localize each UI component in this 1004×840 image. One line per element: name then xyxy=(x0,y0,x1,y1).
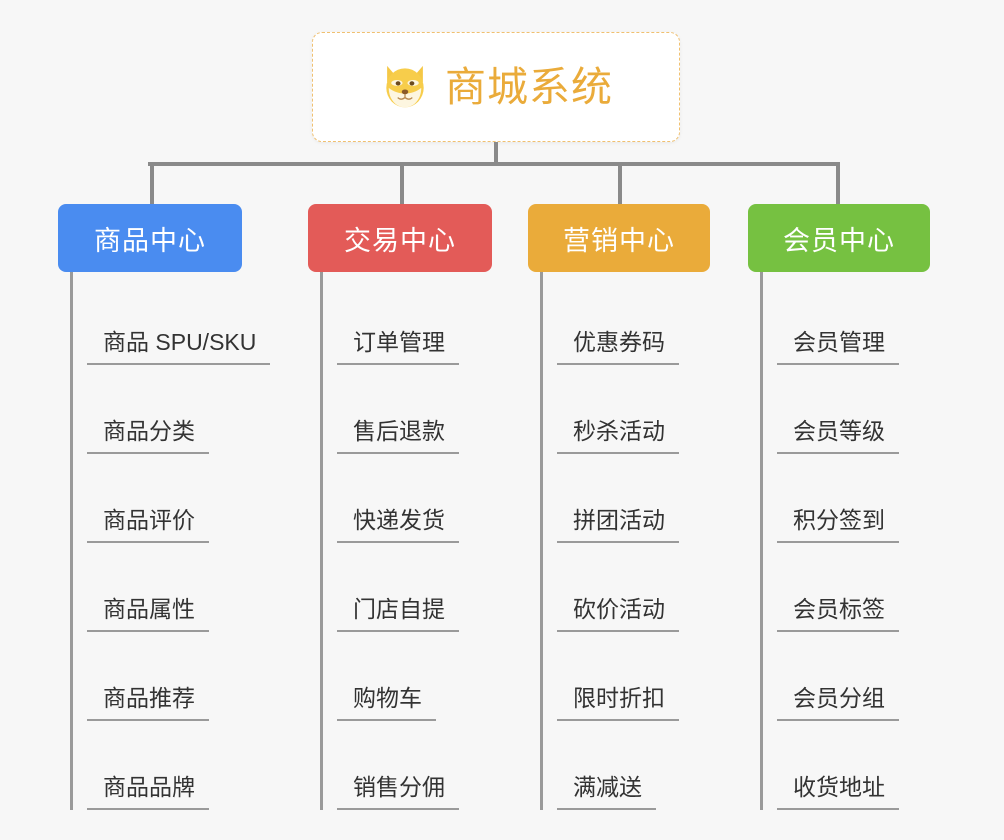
root-title: 商城系统 xyxy=(445,63,613,110)
leaf-item[interactable]: 销售分佣 xyxy=(323,721,492,810)
connector-drop-4 xyxy=(836,162,840,204)
leaf-item-label: 限时折扣 xyxy=(557,685,679,721)
root-node[interactable]: 商城系统 xyxy=(312,32,680,142)
category-box[interactable]: 营销中心 xyxy=(528,204,710,272)
leaf-item-label: 购物车 xyxy=(337,685,436,721)
leaf-item-label: 商品 SPU/SKU xyxy=(87,329,271,365)
branch-column: 会员中心会员管理会员等级积分签到会员标签会员分组收货地址 xyxy=(748,204,930,810)
leaf-item-label: 满减送 xyxy=(557,774,656,810)
leaf-item[interactable]: 满减送 xyxy=(543,721,710,810)
shiba-dog-face-icon xyxy=(386,65,424,108)
leaf-item-label: 会员标签 xyxy=(777,596,899,632)
leaf-item-label: 砍价活动 xyxy=(557,596,679,632)
leaf-item-label: 售后退款 xyxy=(337,418,459,454)
leaf-item[interactable]: 快递发货 xyxy=(323,454,492,543)
leaf-item-label: 销售分佣 xyxy=(337,774,459,810)
leaf-item-label: 快递发货 xyxy=(337,507,459,543)
leaf-item-label: 拼团活动 xyxy=(557,507,679,543)
leaf-item-label: 门店自提 xyxy=(337,596,459,632)
leaf-item[interactable]: 售后退款 xyxy=(323,365,492,454)
leaf-item[interactable]: 商品 SPU/SKU xyxy=(73,276,271,365)
leaf-item[interactable]: 会员分组 xyxy=(763,632,930,721)
leaf-item-label: 商品品牌 xyxy=(87,774,209,810)
connector-horizontal-bus xyxy=(148,162,836,166)
leaf-item[interactable]: 会员管理 xyxy=(763,276,930,365)
category-box[interactable]: 商品中心 xyxy=(58,204,242,272)
leaf-item-label: 会员管理 xyxy=(777,329,899,365)
leaf-item[interactable]: 商品属性 xyxy=(73,543,242,632)
connector-root-stem xyxy=(494,142,498,164)
category-box[interactable]: 会员中心 xyxy=(748,204,930,272)
leaf-list: 优惠券码秒杀活动拼团活动砍价活动限时折扣满减送 xyxy=(540,272,710,810)
leaf-item-label: 会员分组 xyxy=(777,685,899,721)
leaf-item-label: 商品属性 xyxy=(87,596,209,632)
leaf-list: 商品 SPU/SKU 商品分类商品评价商品属性商品推荐商品品牌 xyxy=(70,272,271,810)
leaf-item[interactable]: 购物车 xyxy=(323,632,492,721)
connector-drop-3 xyxy=(618,162,622,204)
leaf-item-label: 商品推荐 xyxy=(87,685,209,721)
leaf-item[interactable]: 商品品牌 xyxy=(73,721,242,810)
leaf-item-label: 会员等级 xyxy=(777,418,899,454)
leaf-list: 会员管理会员等级积分签到会员标签会员分组收货地址 xyxy=(760,272,930,810)
branch-column: 交易中心订单管理售后退款快递发货门店自提购物车销售分佣 xyxy=(308,204,492,810)
connector-drop-2 xyxy=(400,162,404,204)
leaf-item[interactable]: 门店自提 xyxy=(323,543,492,632)
branch-column: 营销中心优惠券码秒杀活动拼团活动砍价活动限时折扣满减送 xyxy=(528,204,710,810)
leaf-item-label: 秒杀活动 xyxy=(557,418,679,454)
leaf-item[interactable]: 限时折扣 xyxy=(543,632,710,721)
connector-drop-1 xyxy=(150,162,154,204)
leaf-list: 订单管理售后退款快递发货门店自提购物车销售分佣 xyxy=(320,272,492,810)
leaf-item[interactable]: 收货地址 xyxy=(763,721,930,810)
leaf-item[interactable]: 砍价活动 xyxy=(543,543,710,632)
leaf-item-label: 优惠券码 xyxy=(557,329,679,365)
leaf-item-label: 商品评价 xyxy=(87,507,209,543)
leaf-item[interactable]: 订单管理 xyxy=(323,276,492,365)
leaf-item[interactable]: 商品分类 xyxy=(73,365,242,454)
leaf-item-label: 积分签到 xyxy=(777,507,899,543)
leaf-item[interactable]: 商品评价 xyxy=(73,454,242,543)
leaf-item[interactable]: 秒杀活动 xyxy=(543,365,710,454)
leaf-item-label: 商品分类 xyxy=(87,418,209,454)
leaf-item[interactable]: 优惠券码 xyxy=(543,276,710,365)
category-box[interactable]: 交易中心 xyxy=(308,204,492,272)
leaf-item[interactable]: 会员标签 xyxy=(763,543,930,632)
branch-column: 商品中心商品 SPU/SKU 商品分类商品评价商品属性商品推荐商品品牌 xyxy=(58,204,271,810)
leaf-item[interactable]: 积分签到 xyxy=(763,454,930,543)
leaf-item[interactable]: 商品推荐 xyxy=(73,632,242,721)
leaf-item-label: 收货地址 xyxy=(777,774,899,810)
leaf-item[interactable]: 会员等级 xyxy=(763,365,930,454)
leaf-item[interactable]: 拼团活动 xyxy=(543,454,710,543)
leaf-item-label: 订单管理 xyxy=(337,329,459,365)
